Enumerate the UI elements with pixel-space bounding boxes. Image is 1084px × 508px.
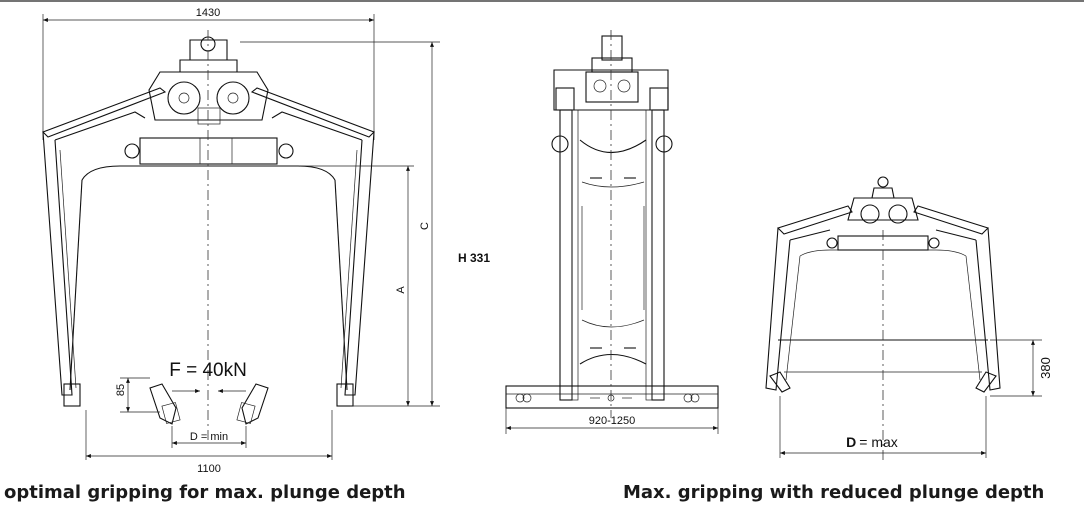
dim-380-label: 380 <box>1038 357 1053 379</box>
d-max-suffix: = max <box>859 434 898 450</box>
dim-c-label: C <box>419 222 431 230</box>
span-1100-label: 1100 <box>197 463 221 475</box>
caption-right: Max. gripping with reduced plunge depth <box>623 482 1045 503</box>
width-1430-label: 1430 <box>196 7 220 19</box>
dim-a-label: A <box>395 286 407 294</box>
middle-view: H 331 <box>458 30 719 434</box>
left-view: 1430 <box>42 7 440 475</box>
dim-85-label: 85 <box>115 384 127 396</box>
model-label: H 331 <box>458 251 490 265</box>
span-range-label: 920-1250 <box>589 415 636 427</box>
d-max-prefix: D <box>846 434 856 450</box>
right-view: 380 D= max <box>765 176 1053 460</box>
d-min-label: D = min <box>190 431 228 443</box>
force-label: F = 40kN <box>169 360 247 381</box>
d-max-label: D= max <box>846 434 898 450</box>
caption-left: optimal gripping for max. plunge depth <box>4 482 406 503</box>
